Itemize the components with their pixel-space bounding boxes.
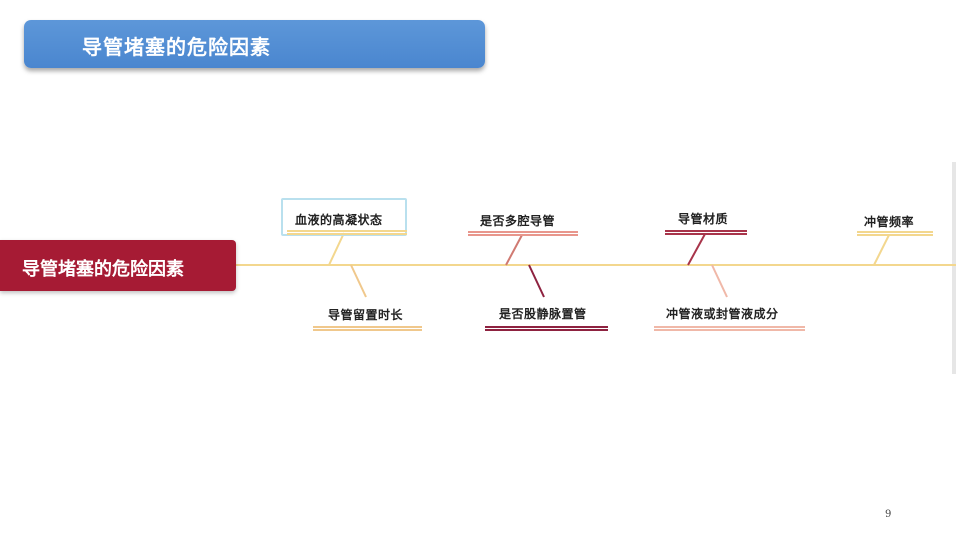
- cause-label-multi-lumen[interactable]: 是否多腔导管: [480, 214, 556, 228]
- cause-underline: [485, 326, 608, 331]
- scrollbar[interactable]: [952, 162, 956, 374]
- branch-blood-hypercoagulation: [328, 232, 345, 266]
- cause-label-flush-frequency[interactable]: 冲管频率: [864, 215, 915, 229]
- fishbone-head: 导管堵塞的危险因素: [0, 240, 236, 291]
- branch-indwelling-time: [350, 264, 367, 298]
- cause-underline: [654, 326, 805, 331]
- cause-label-femoral-vein[interactable]: 是否股静脉置管: [499, 307, 587, 321]
- cause-label-indwelling-time[interactable]: 导管留置时长: [328, 308, 404, 322]
- cause-underline: [287, 230, 407, 235]
- page-number: 9: [885, 509, 892, 520]
- branch-flush-frequency: [873, 234, 890, 266]
- branch-flush-lock-fluid: [711, 264, 728, 298]
- cause-underline: [468, 231, 578, 236]
- branch-femoral-vein: [528, 264, 545, 298]
- cause-underline: [313, 326, 422, 331]
- cause-label-blood-hypercoagulation[interactable]: 血液的高凝状态: [295, 213, 383, 227]
- branch-catheter-material: [687, 233, 706, 266]
- cause-label-catheter-material[interactable]: 导管材质: [678, 212, 729, 226]
- cause-underline: [857, 231, 933, 236]
- cause-underline: [665, 230, 747, 235]
- cause-label-flush-lock-fluid[interactable]: 冲管液或封管液成分: [666, 307, 779, 321]
- fishbone-head-label: 导管堵塞的危险因素: [22, 259, 184, 280]
- title-bar: 导管堵塞的危险因素: [24, 20, 485, 68]
- branch-multi-lumen: [505, 234, 523, 266]
- fishbone-spine: [236, 264, 956, 266]
- slide-title: 导管堵塞的危险因素: [82, 35, 271, 59]
- selected-cause-highlight[interactable]: [281, 198, 407, 236]
